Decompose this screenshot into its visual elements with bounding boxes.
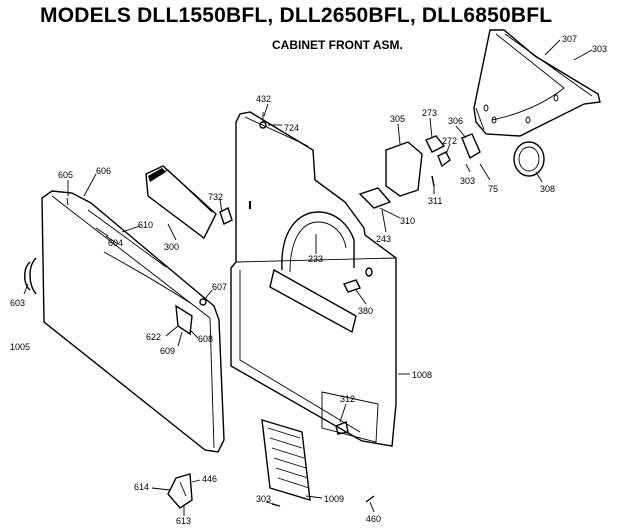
callout-310: 310 — [400, 216, 415, 226]
control-insert — [145, 165, 217, 240]
callout-610: 610 — [138, 220, 153, 230]
callout-303-top: 303 — [592, 44, 607, 54]
switch-actuator — [358, 187, 392, 209]
callout-303-mid: 303 — [460, 176, 475, 186]
leader-lines — [23, 39, 593, 516]
callout-460: 460 — [366, 514, 381, 524]
callout-614: 614 — [134, 482, 149, 492]
door-catch — [343, 267, 373, 293]
callout-613: 613 — [176, 516, 191, 526]
callout-603: 603 — [10, 298, 25, 308]
callout-1008: 1008 — [412, 370, 432, 380]
switch-parts — [425, 133, 481, 168]
cabinet-front-panel — [230, 111, 397, 447]
callout-303-bottom: 303 — [256, 494, 271, 504]
clip-732 — [219, 207, 233, 225]
page-title: MODELS DLL1550BFL, DLL2650BFL, DLL6850BF… — [40, 4, 553, 27]
filter-grille — [261, 419, 311, 501]
callout-312: 312 — [340, 394, 355, 404]
screw-460 — [365, 495, 375, 503]
clip-607 — [199, 298, 207, 306]
callout-labels: 432 724 305 273 272 306 307 303 303 75 3… — [10, 34, 607, 526]
drum-seal-ring — [513, 141, 545, 177]
callout-608: 608 — [198, 334, 213, 344]
callout-272: 272 — [442, 136, 457, 146]
callout-732: 732 — [208, 192, 223, 202]
hinge-bracket — [167, 473, 193, 509]
callout-307: 307 — [562, 34, 577, 44]
callout-605: 605 — [58, 170, 73, 180]
callout-724: 724 — [284, 123, 299, 133]
callout-306: 306 — [448, 116, 463, 126]
latch-312 — [335, 421, 349, 435]
callout-432: 432 — [256, 94, 271, 104]
callout-380: 380 — [358, 306, 373, 316]
callout-1005: 1005 — [10, 342, 30, 352]
screw-303-bottom — [271, 503, 281, 507]
screw-432 — [259, 112, 267, 129]
callout-1009: 1009 — [324, 494, 344, 504]
drum-bulkhead — [473, 29, 601, 137]
callout-622: 622 — [146, 332, 161, 342]
callout-305: 305 — [390, 114, 405, 124]
callout-607: 607 — [212, 282, 227, 292]
callout-308: 308 — [540, 184, 555, 194]
page-subtitle: CABINET FRONT ASM. — [272, 38, 403, 52]
callout-604: 604 — [108, 238, 123, 248]
door-assembly — [41, 190, 225, 453]
callout-446: 446 — [202, 474, 217, 484]
callout-300: 300 — [164, 242, 179, 252]
callout-609: 609 — [160, 346, 175, 356]
callout-75: 75 — [488, 184, 498, 194]
callout-273: 273 — [422, 108, 437, 118]
callout-311: 311 — [428, 196, 442, 206]
callout-233: 233 — [308, 254, 323, 264]
callout-606: 606 — [96, 166, 111, 176]
callout-243: 243 — [376, 234, 391, 244]
door-handle — [24, 257, 37, 295]
lamp-cover — [385, 141, 423, 197]
